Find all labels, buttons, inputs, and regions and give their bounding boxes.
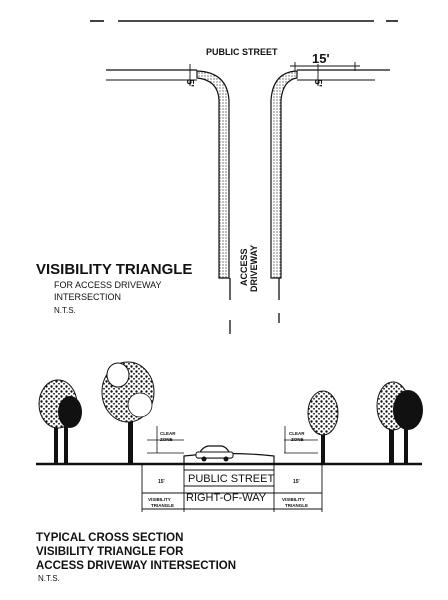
tree-far-right (376, 381, 423, 464)
driveway-label-line2: DRIVEWAY (249, 245, 259, 292)
vt-left-line1: VISIBILITY (148, 497, 171, 502)
vt-left-line2: TRIANGLE (151, 503, 174, 508)
driveway-label-line1: ACCESS (239, 248, 249, 286)
section-row-label: RIGHT-OF-WAY (186, 492, 267, 504)
cross-section: CLEAR ZONE CLEAR ZONE PUBLIC STREET RIGH… (36, 361, 423, 583)
section-title-line1: TYPICAL CROSS SECTION (36, 532, 183, 544)
dim-15-label: 15' (312, 51, 330, 66)
vt-right-line2: TRIANGLE (285, 503, 308, 508)
vt-right-line1: VISIBILITY (282, 497, 305, 502)
width-left-label: 15' (158, 479, 165, 485)
section-street-label: PUBLIC STREET (188, 473, 274, 485)
car-icon (195, 445, 234, 462)
section-title-line3: ACCESS DRIVEWAY INTERSECTION (36, 560, 236, 572)
clear-zone-left-line1: CLEAR (160, 431, 176, 436)
plan-subtitle-line2: INTERSECTION (54, 292, 121, 302)
tree-left-large (101, 361, 155, 464)
clear-zone-right-line1: CLEAR (289, 431, 305, 436)
tree-right-medium (307, 390, 339, 464)
dim-5-left-label: 5' (184, 79, 195, 87)
plan-scale-note: N.T.S. (54, 306, 76, 315)
plan-view: PUBLIC STREET 15' 5' 5' ACCESS DRIVEWAY … (36, 20, 398, 334)
right-sidewalk-curve (270, 70, 298, 279)
left-sidewalk-curve (196, 70, 230, 279)
width-right-label: 15' (293, 479, 300, 485)
clear-zone-left-line2: ZONE (160, 437, 173, 442)
dim-5-right-label: 5' (312, 79, 323, 87)
plan-title: VISIBILITY TRIANGLE (36, 261, 192, 278)
tree-far-left (38, 379, 82, 464)
section-scale-note: N.T.S. (38, 574, 60, 583)
clear-zone-right-line2: ZONE (291, 437, 304, 442)
plan-subtitle-line1: FOR ACCESS DRIVEWAY (54, 280, 162, 290)
plan-street-label: PUBLIC STREET (206, 47, 278, 57)
section-title-line2: VISIBILITY TRIANGLE FOR (36, 546, 184, 558)
